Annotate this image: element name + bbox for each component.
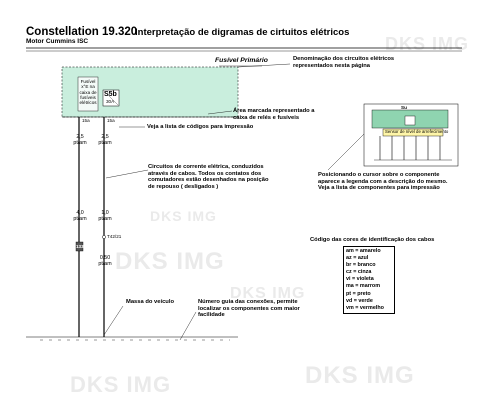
color-code-item: ma = marrom [346,283,381,290]
watermark: DKS IMG [305,362,415,389]
color-code-item: vm = vermelho [346,304,384,311]
annotation-circuitos: Circuitos de corrente elétrica, conduzid… [148,164,269,190]
color-code-item: am = amarelo [346,248,381,254]
component-tooltip-box [382,128,444,137]
watermark: DKS IMG [115,248,225,275]
connector-133-label: 133 [76,244,84,249]
annotation-veja-lista: Veja a lista de códigos para impressão [147,124,254,130]
color-code-item: vi = violeta [346,276,374,283]
watermark: DKS IMG [385,34,470,54]
annotation-area-marcada: Área marcada representado a caixa de rel… [233,108,315,121]
fuse-label-box [77,76,99,112]
connector-t42-marker [102,235,106,239]
component-id: Su [401,105,407,110]
component-tooltip: Sensor de nível de arrefecimento [385,129,449,134]
color-code-item: pt = preto [346,290,371,297]
color-code-item: az = azul [346,255,369,262]
connector-t42-label: T42/21 [107,234,122,239]
watermark: DKS IMG [70,372,172,397]
annotation-denominacao: Denominação dos circuitos elétricos repr… [293,56,395,69]
terminal-left-label: 15a [82,118,90,123]
fuse-id: S5b [104,91,117,98]
color-code-item: cz = cinza [346,269,372,276]
annotation-massa: Massa do veículo [126,299,175,305]
color-code-item: vd = verde [346,297,373,304]
fuse-inner-text: Fusível x°E na caixa de fusíveis elétric… [79,79,97,106]
color-codes-title: Código das cores de identificação dos ca… [310,237,435,243]
watermark: DKS IMG [150,208,217,224]
fuse-rating: 30A [106,99,115,104]
watermark: DKS IMG [230,285,306,302]
page-title: Constellation 19.320 [26,26,138,38]
annotation-posicionando: Posicionando o cursor sobre o componente… [318,172,448,192]
diagram-heading: Interpretação de digramas de cirtuitos e… [135,27,350,38]
annotation-numero-guia: Número guia das conexões, permite locali… [198,299,300,319]
fusivel-primario-label: Fusível Primário [215,57,268,64]
terminal-right-label: 15a [107,118,115,123]
color-codes-legend: am = amarelo az = azul br = branco cz = … [343,246,395,314]
color-code-item: br = branco [346,262,376,269]
connector-133 [75,241,84,252]
page-subtitle: Motor Cummins ISC [26,38,89,45]
